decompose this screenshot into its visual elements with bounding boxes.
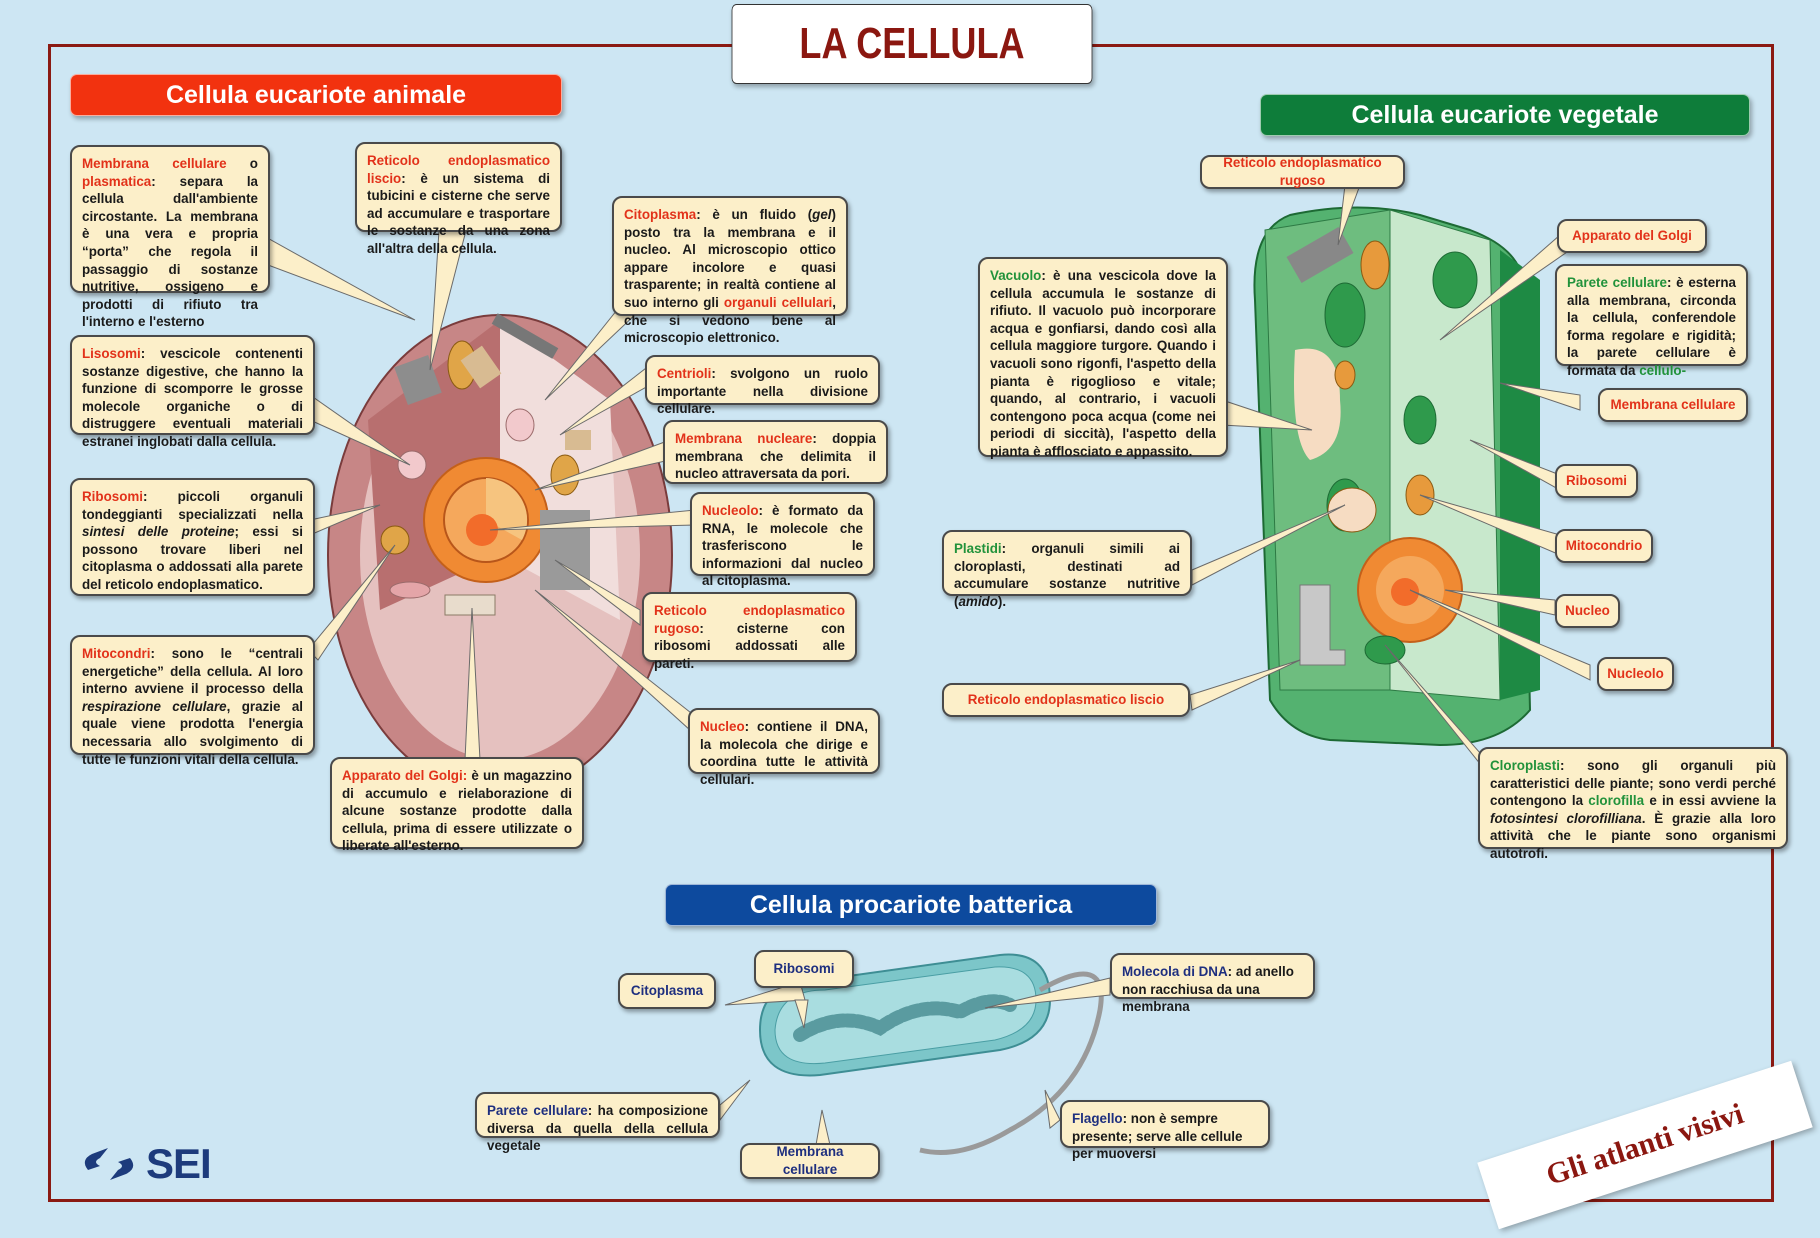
plant-cell-header: Cellula eucariote vegetale	[1260, 94, 1750, 136]
callout-vacuolo: Vacuolo: è una vescicola dove la cellula…	[978, 257, 1228, 459]
callout-golgi-animale: Apparato del Golgi: è un magazzino di ac…	[330, 757, 584, 853]
sei-swirl-icon	[84, 1148, 134, 1180]
animal-cell-illustration	[327, 313, 673, 796]
callout-reticolo-liscio-animale: Reticolo endoplasmatico liscio: è un sis…	[355, 142, 562, 256]
callout-reticolo-liscio-vegetale: Reticolo endoplasmatico liscio	[942, 683, 1190, 717]
callout-citoplasma-animale: Citoplasma: è un fluido (gel) posto tra …	[612, 196, 848, 345]
callout-ribosomi-animale: Ribosomi: piccoli organuli tondeggianti …	[70, 478, 315, 596]
callout-membrana-cellulare-batterica: Membrana cellulare	[740, 1143, 880, 1179]
callout-nucleolo-vegetale: Nucleolo	[1597, 657, 1674, 691]
callout-mitocondrio-vegetale: Mitocondrio	[1555, 529, 1653, 563]
callout-membrana-nucleare: Membrana nucleare: doppia membrana che d…	[663, 420, 888, 484]
callout-lisosomi: Lisosomi: vescicole contenenti sostanze …	[70, 335, 315, 449]
term: Membrana cellulare	[82, 156, 227, 171]
callout-flagello: Flagello: non è sempre presente; serve a…	[1060, 1100, 1270, 1161]
callout-dna-batterica: Molecola di DNA: ad anello non racchiusa…	[1110, 953, 1315, 1014]
callout-reticolo-rugoso-animale: Reticolo endoplasmatico rugoso: cisterne…	[642, 592, 857, 671]
plant-cell-illustration	[1253, 206, 1540, 747]
callout-cloroplasti: Cloroplasti: sono gli organuli più carat…	[1478, 747, 1788, 861]
callout-mitocondri: Mitocondri: sono le “centrali energetich…	[70, 635, 315, 767]
callout-nucleolo-animale: Nucleolo: è formato da RNA, le molecole …	[690, 492, 875, 588]
callout-reticolo-rugoso-vegetale: Reticolo endoplasmatico rugoso	[1200, 155, 1405, 189]
callout-nucleo-animale: Nucleo: contiene il DNA, la molecola che…	[688, 708, 880, 787]
publisher-logo: SEI	[78, 1140, 212, 1188]
animal-cell-header: Cellula eucariote animale	[70, 74, 562, 116]
callout-parete-cellulare-batterica: Parete cellulare: ha composizione divers…	[475, 1092, 720, 1153]
bacteria-cell-header: Cellula procariote batterica	[665, 884, 1157, 926]
callout-membrana-cellulare-animale: Membrana cellulare o plasmatica: separa …	[70, 145, 270, 329]
callout-centrioli: Centrioli: svolgono un ruolo importante …	[645, 355, 880, 416]
callout-parete-cellulare-vegetale: Parete cellulare: è esterna alla membran…	[1555, 264, 1748, 378]
callout-plastidi: Plastidi: organuli simili ai cloroplasti…	[942, 530, 1192, 609]
callout-nucleo-vegetale: Nucleo	[1555, 594, 1620, 628]
callout-ribosomi-batterica: Ribosomi	[754, 950, 854, 988]
publisher-name: SEI	[146, 1140, 212, 1187]
callout-golgi-vegetale: Apparato del Golgi	[1557, 219, 1707, 253]
callout-membrana-cellulare-vegetale: Membrana cellulare	[1598, 388, 1748, 422]
description: : separa la cellula dall'ambiente circos…	[82, 173, 258, 330]
callout-ribosomi-vegetale: Ribosomi	[1555, 464, 1638, 498]
page-title: LA CELLULA	[731, 4, 1093, 84]
callout-citoplasma-batterica: Citoplasma	[618, 973, 716, 1009]
